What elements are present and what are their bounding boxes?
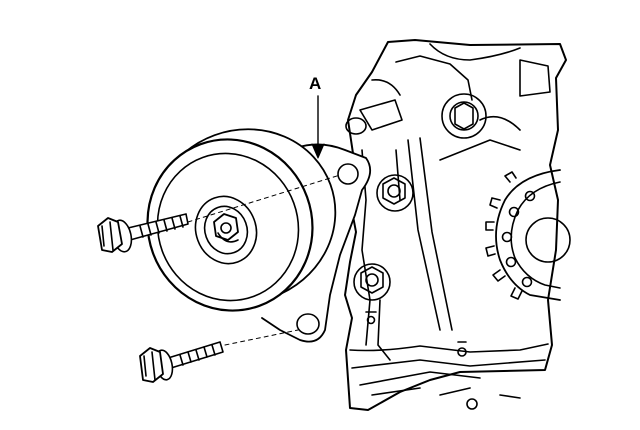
camshaft-sprocket (485, 169, 571, 301)
mounting-bolt-lower (139, 329, 299, 383)
block-bolt-upper (376, 174, 414, 212)
block-bolt-lower (353, 263, 391, 301)
engine-block (344, 39, 567, 411)
mounting-bolt-upper (97, 174, 341, 253)
idler-pulley (146, 128, 337, 312)
callout-label-a: A (309, 74, 322, 93)
callout-arrow-a (311, 95, 325, 159)
